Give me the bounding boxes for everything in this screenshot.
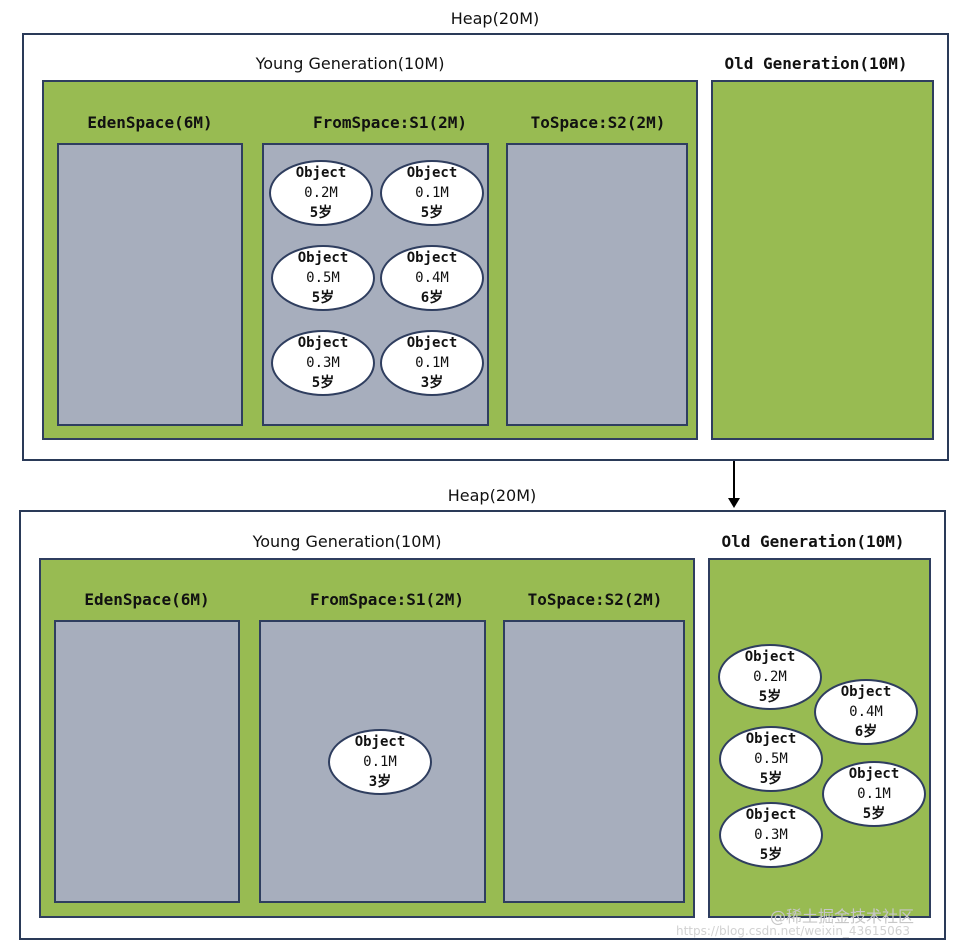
eden-space-title-2: EdenSpace(6M)	[84, 590, 210, 609]
eden-space-box-1	[57, 143, 243, 426]
from-space-title-1: FromSpace:S1(2M)	[312, 113, 468, 132]
eden-space-title-1: EdenSpace(6M)	[87, 113, 213, 132]
to-space-title-2: ToSpace:S2(2M)	[527, 590, 663, 609]
to-space-title-1: ToSpace:S2(2M)	[530, 113, 666, 132]
to-space-box-2	[503, 620, 685, 903]
transition-arrow-head	[728, 498, 740, 508]
transition-arrow-shaft	[733, 461, 735, 501]
from-space-title-2: FromSpace:S1(2M)	[309, 590, 465, 609]
old-generation-title-1: Old Generation(10M)	[724, 54, 908, 73]
watermark-url: https://blog.csdn.net/weixin_43615063	[676, 924, 911, 938]
young-generation-title-2: Young Generation(10M)	[252, 532, 442, 551]
heap-title-1: Heap(20M)	[450, 9, 540, 28]
old-generation-box-1	[711, 80, 934, 440]
to-space-box-1	[506, 143, 688, 426]
heap-title-2: Heap(20M)	[447, 486, 537, 505]
old-generation-title-2: Old Generation(10M)	[721, 532, 905, 551]
young-generation-title-1: Young Generation(10M)	[255, 54, 445, 73]
eden-space-box-2	[54, 620, 240, 903]
watermark-text: @稀土掘金技术社区	[770, 907, 915, 926]
